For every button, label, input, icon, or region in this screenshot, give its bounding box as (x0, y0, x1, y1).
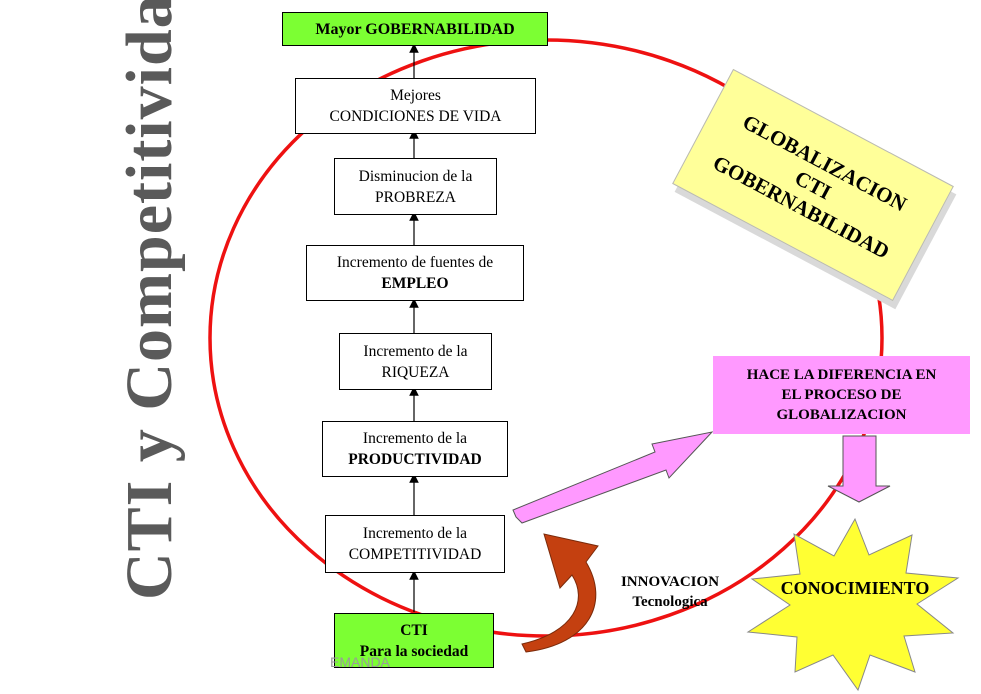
cti-line1: CTI (400, 621, 428, 639)
competitividad-line1: Incremento de la (362, 525, 468, 542)
condiciones-line2: CONDICIONES DE VIDA (329, 108, 502, 125)
box-empleo: Incremento de fuentes de EMPLEO (306, 245, 524, 301)
vertical-title: CTI y Competitividad (113, 0, 186, 600)
empleo-line2: EMPLEO (381, 275, 449, 292)
diferencia-line3: GLOBALIZACION (776, 407, 907, 423)
competitividad-line2: COMPETITIVIDAD (348, 546, 482, 563)
conocimiento-starburst (746, 517, 960, 692)
box-cti-sociedad: CTI Para la sociedad (334, 613, 494, 668)
box-pobreza: Disminucion de la PROBREZA (334, 158, 497, 215)
diferencia-line2: EL PROCESO DE (781, 387, 902, 403)
footer-fragment-text: EMANDA (330, 654, 390, 670)
productividad-line1: Incremento de la (362, 430, 468, 447)
innovacion-line2: Tecnologica (632, 594, 708, 610)
empleo-line1: Incremento de fuentes de (336, 254, 494, 271)
innovacion-line1: INNOVACION (620, 574, 720, 590)
box-hace-la-diferencia: HACE LA DIFERENCIA EN EL PROCESO DE GLOB… (713, 356, 970, 434)
innovacion-label: INNOVACION Tecnologica (590, 572, 750, 612)
conocimiento-label: CONOCIMIENTO (780, 578, 930, 598)
pobreza-line1: Disminucion de la (358, 167, 473, 185)
box-condiciones-de-vida: Mejores CONDICIONES DE VIDA (295, 78, 536, 134)
productividad-line2: PRODUCTIVIDAD (348, 451, 482, 468)
riqueza-line2: RIQUEZA (381, 363, 450, 381)
box-competitividad: Incremento de la COMPETITIVIDAD (325, 515, 505, 573)
condiciones-line1: Mejores (390, 87, 441, 104)
box-productividad: Incremento de la PRODUCTIVIDAD (322, 421, 508, 477)
cti-line2: Para la sociedad (359, 642, 469, 660)
gobernabilidad-label: Mayor GOBERNABILIDAD (315, 20, 515, 38)
pink-down-arrow (827, 435, 891, 503)
pink-diagonal-arrow (512, 431, 714, 524)
riqueza-line1: Incremento de la (363, 342, 468, 360)
pobreza-line2: PROBREZA (375, 188, 456, 206)
box-mayor-gobernabilidad: Mayor GOBERNABILIDAD (282, 12, 548, 46)
curved-return-arrow (521, 533, 599, 653)
diferencia-line1: HACE LA DIFERENCIA EN (746, 367, 937, 383)
box-riqueza: Incremento de la RIQUEZA (339, 333, 492, 390)
